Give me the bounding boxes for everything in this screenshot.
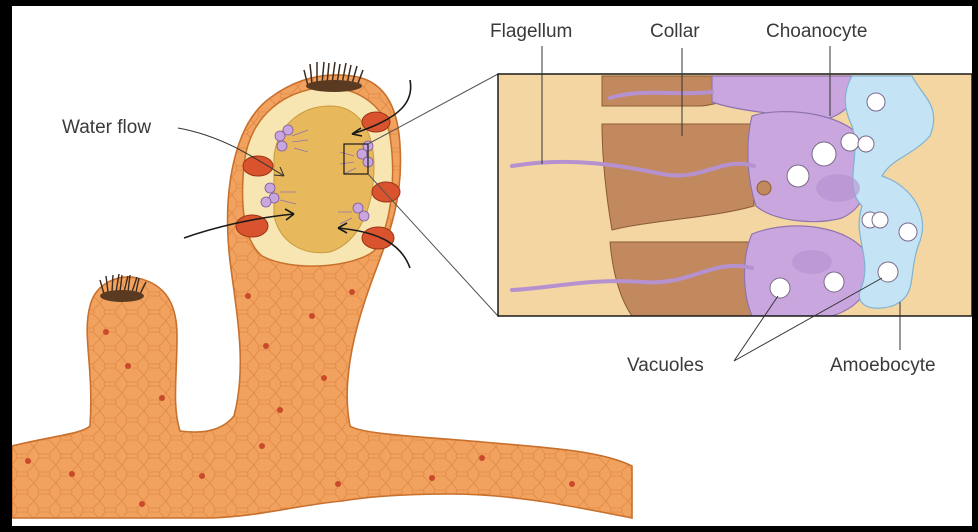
choanocyte-cell-middle [748, 112, 869, 222]
label-choanocyte: Choanocyte [766, 22, 867, 41]
collar-tissue-low [610, 242, 767, 316]
diagram-stage: Water flow Flagellum Collar Choanocyte V… [12, 6, 972, 526]
inset-detail [498, 74, 972, 316]
osculum [306, 80, 362, 92]
food-particle [757, 181, 771, 195]
label-water-flow: Water flow [62, 118, 151, 137]
bud-osculum [100, 290, 144, 302]
label-amoebocyte: Amoebocyte [830, 356, 936, 375]
label-collar: Collar [650, 22, 700, 41]
sponge-diagram [12, 6, 972, 526]
label-vacuoles: Vacuoles [627, 356, 704, 375]
label-flagellum: Flagellum [490, 22, 572, 41]
